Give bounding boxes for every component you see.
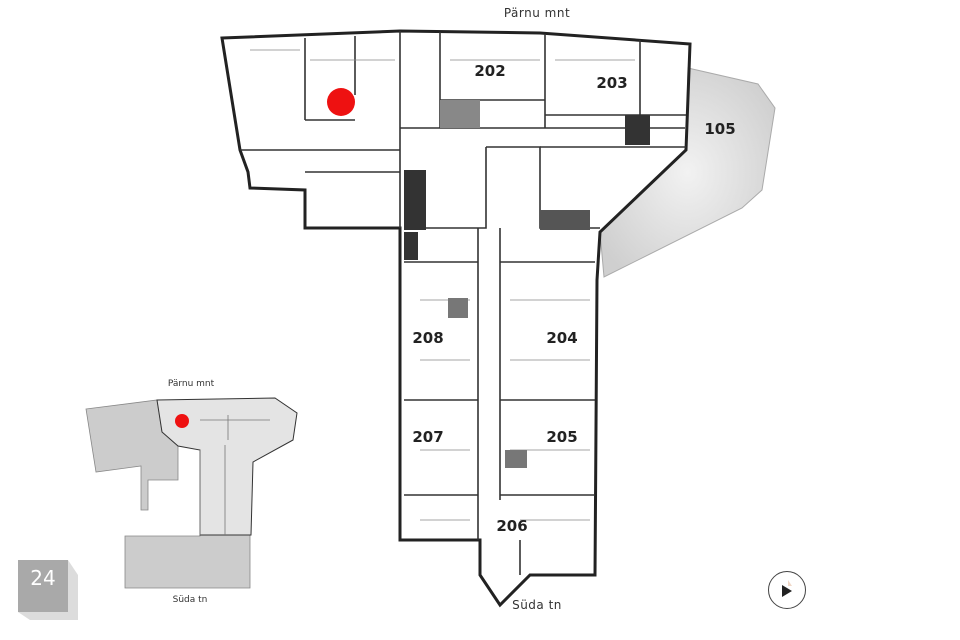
interior-walls [240, 31, 686, 575]
room-label-203[interactable]: 203 [596, 74, 627, 92]
street-label-top: Pärnu mnt [504, 6, 570, 20]
play-button[interactable] [768, 571, 806, 609]
play-icon [782, 580, 792, 597]
room-label-202[interactable]: 202 [474, 62, 505, 80]
minimap-street-bottom: Süda tn [173, 595, 208, 605]
room-label-208[interactable]: 208 [412, 329, 443, 347]
minimap-location-marker [175, 414, 189, 428]
room-label-105[interactable]: 105 [704, 120, 735, 138]
building-outline [220, 29, 692, 608]
room-label-207[interactable]: 207 [412, 428, 443, 446]
minimap-street-top: Pärnu mnt [168, 379, 215, 389]
minimap[interactable]: Pärnu mnt Süda tn [85, 379, 298, 605]
location-marker [327, 88, 355, 116]
floor-number: 24 [30, 566, 56, 590]
room-label-205[interactable]: 205 [546, 428, 577, 446]
floor-badge-icon [18, 560, 78, 620]
room-label-206[interactable]: 206 [496, 517, 527, 535]
street-label-bottom: Süda tn [512, 598, 562, 612]
room-label-204[interactable]: 204 [546, 329, 577, 347]
